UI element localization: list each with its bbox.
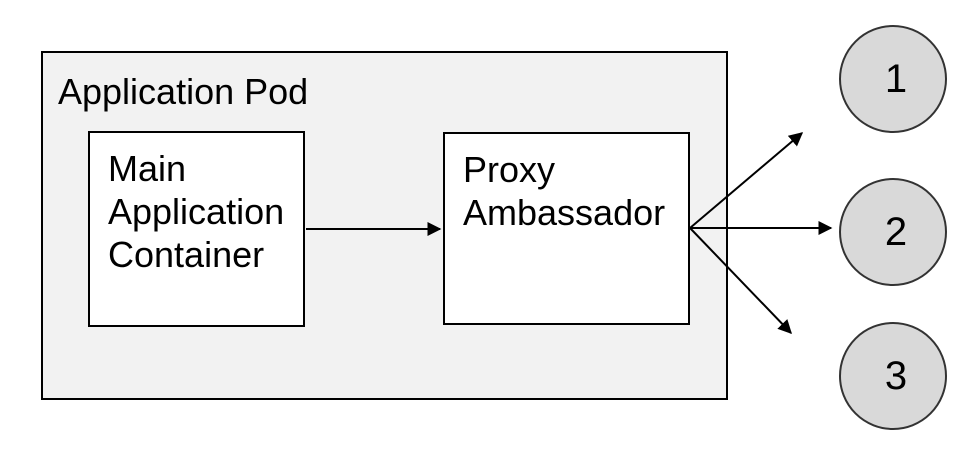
endpoint-2-label: 2 — [884, 209, 908, 254]
application-pod-title: Application Pod — [58, 71, 309, 112]
proxy-ambassador-node: Proxy Ambassador — [443, 132, 690, 325]
proxy-ambassador-label: Proxy Ambassador — [463, 149, 666, 233]
endpoint-3-label: 3 — [884, 353, 908, 398]
main-application-container-node: Main Application Container — [88, 131, 305, 327]
endpoint-circle-2: 2 — [839, 178, 947, 286]
endpoint-1-label: 1 — [884, 56, 908, 101]
main-application-container-label: Main Application Container — [108, 148, 285, 275]
endpoint-circle-1: 1 — [839, 25, 947, 133]
endpoint-circle-3: 3 — [839, 322, 947, 430]
